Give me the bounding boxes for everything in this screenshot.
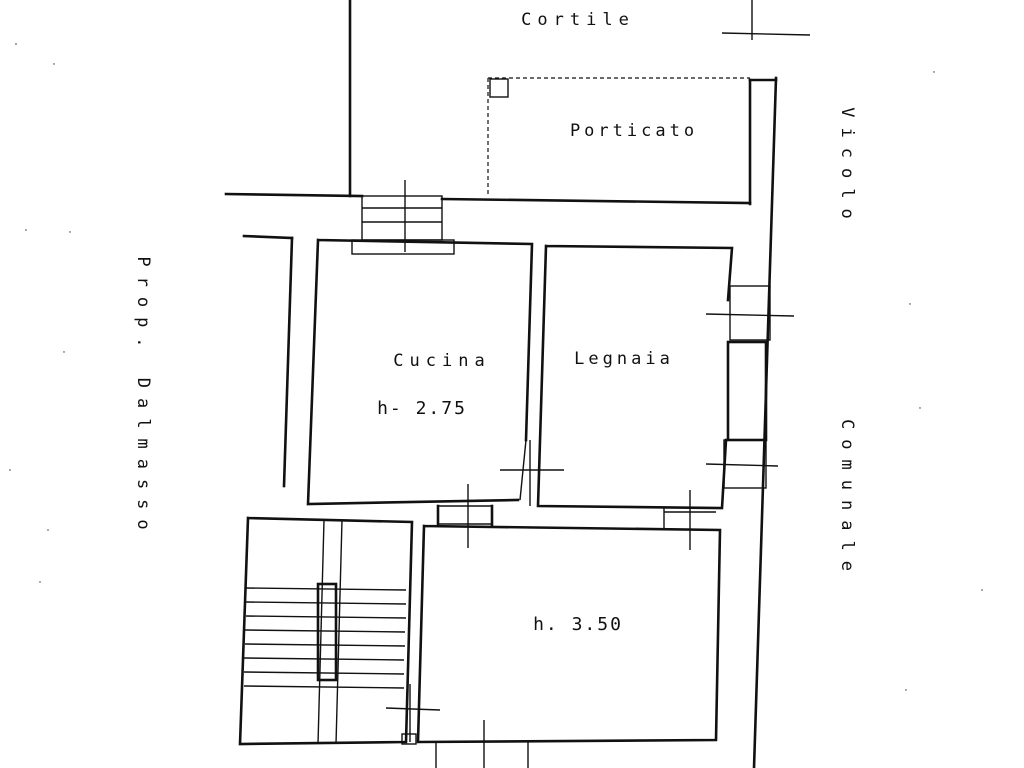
label-room-height: h. 3.50 <box>533 614 623 635</box>
staircase <box>238 516 441 746</box>
label-cortile: Cortile <box>521 10 635 30</box>
corridor <box>436 484 716 550</box>
building-walls <box>224 76 778 768</box>
portico-outline <box>487 77 778 206</box>
courtyard-area <box>348 0 811 198</box>
label-legnaia: Legnaia <box>574 349 674 369</box>
label-cucina-height: h- 2.75 <box>377 398 467 419</box>
label-comunale: Comunale <box>837 419 857 581</box>
room-lower <box>416 524 722 768</box>
label-vicolo: Vicolo <box>837 107 857 228</box>
label-prop-dalmasso: Prop. Dalmasso <box>133 256 153 539</box>
room-cucina <box>306 238 534 506</box>
scan-noise <box>9 43 983 691</box>
label-porticato: Porticato <box>570 121 698 141</box>
room-legnaia <box>500 244 795 510</box>
label-cucina: Cucina <box>393 351 490 371</box>
